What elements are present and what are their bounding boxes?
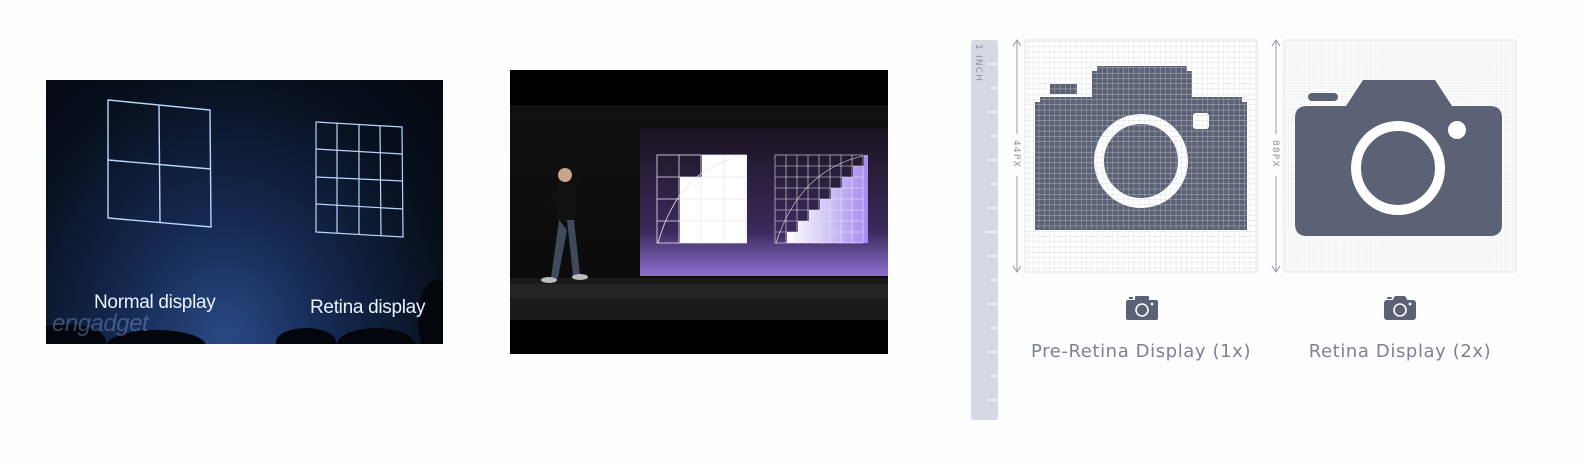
keynote-slide-photo: Normal display Retina display engadget [46, 80, 443, 344]
camera-icon [1295, 80, 1502, 236]
camera-icon [1384, 296, 1416, 320]
pixel-grid-drawing [46, 99, 443, 344]
pixel-grid-1x [1024, 39, 1258, 273]
dimension-88px: 88PX [1270, 140, 1280, 168]
pre-retina-caption: Pre-Retina Display (1x) [1030, 341, 1252, 362]
retina-display-grid [315, 121, 404, 238]
retina-pixel-staircase [774, 154, 868, 244]
engadget-watermark: engadget [52, 310, 149, 337]
comparison-graphic: 1 INCH 44PX 88PX [971, 39, 1517, 420]
retina-caption: Retina Display (2x) [1308, 341, 1492, 362]
keynote-stage-photo [510, 70, 888, 354]
presenter-figure [541, 168, 588, 283]
normal-pixel-staircase [656, 154, 747, 244]
normal-display-grid [107, 99, 212, 228]
audience-silhouette [46, 280, 443, 344]
dimension-44px: 44PX [1011, 140, 1021, 168]
inch-ruler: 1 INCH [971, 40, 998, 420]
stage-scene [510, 105, 888, 320]
normal-display-label: Normal display [94, 292, 216, 313]
retina-display-label: Retina display [310, 297, 426, 318]
pixel-grid-2x [1283, 39, 1517, 273]
retina-comparison-figure: 1 INCH 44PX 88PX [965, 36, 1525, 424]
ruler-label: 1 INCH [973, 44, 983, 82]
camera-icon [1126, 296, 1158, 320]
